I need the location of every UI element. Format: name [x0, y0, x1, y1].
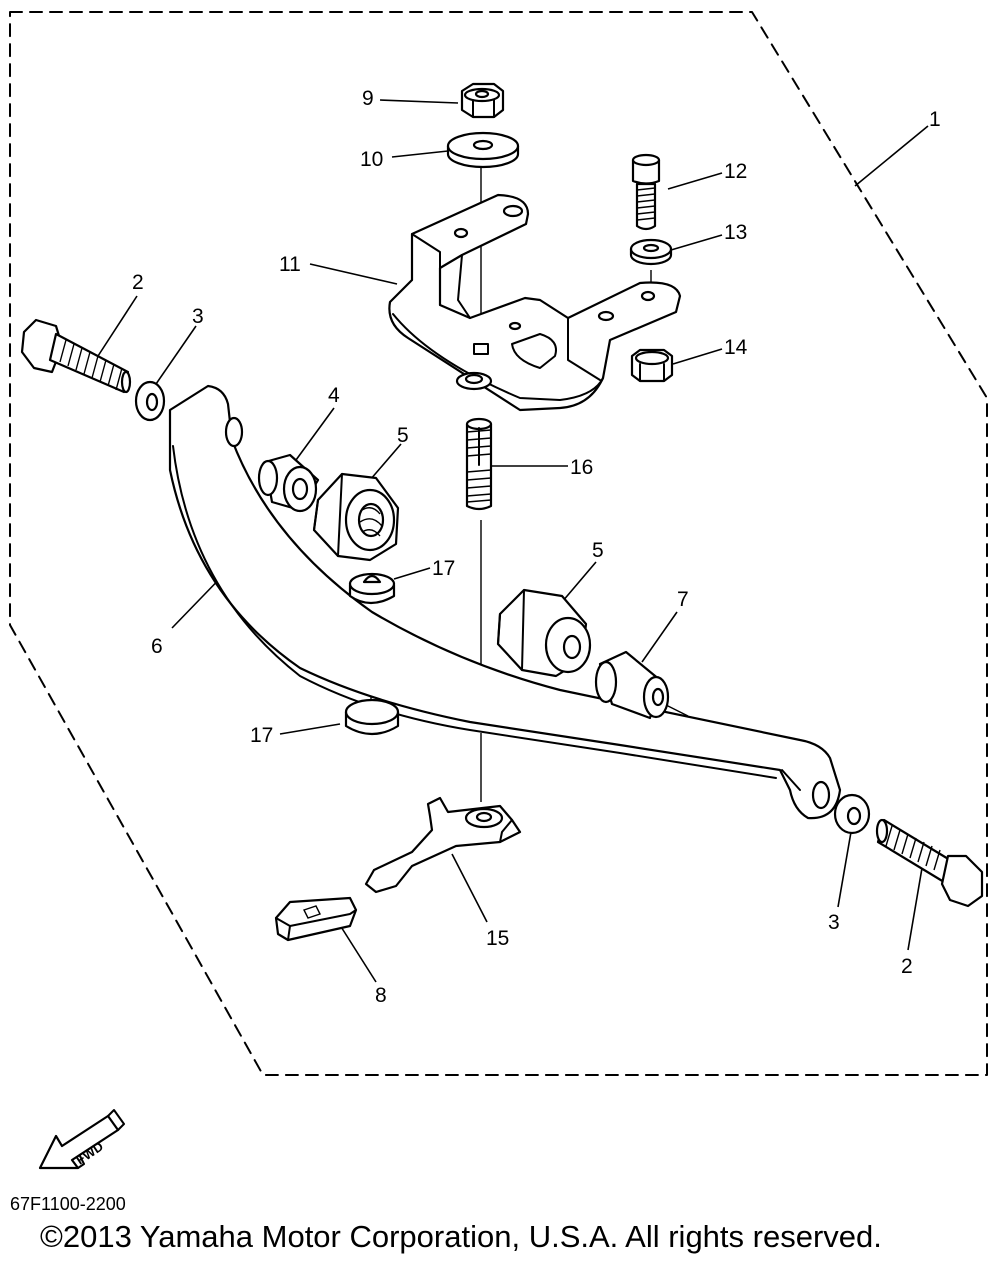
washer-part-10 — [446, 131, 520, 169]
cap-part-17-lower — [344, 698, 400, 736]
callout-11: 11 — [279, 253, 301, 276]
callout-4: 4 — [328, 384, 340, 407]
callout-labels: 1 2 3 4 5 6 5 7 8 9 10 11 12 13 14 15 16… — [132, 87, 941, 1007]
callout-3-right: 3 — [828, 911, 840, 934]
callout-10: 10 — [360, 148, 383, 171]
callout-8: 8 — [375, 984, 387, 1007]
forward-direction-arrow: FWD — [38, 1109, 125, 1170]
callout-1: 1 — [929, 108, 941, 131]
callout-9: 9 — [362, 87, 374, 110]
washer-part-3-left — [134, 380, 166, 422]
callout-3-left: 3 — [192, 305, 204, 328]
callout-14: 14 — [724, 336, 748, 359]
steering-arm-part-6 — [168, 384, 842, 820]
callout-2-left: 2 — [132, 271, 144, 294]
callout-2-right: 2 — [901, 955, 913, 978]
nut-part-14 — [630, 348, 674, 383]
nut-part-9 — [460, 82, 505, 119]
callout-17-upper: 17 — [432, 557, 455, 580]
callout-5-upper: 5 — [397, 424, 409, 447]
bushing-part-7 — [594, 650, 670, 720]
copyright-notice: ©2013 Yamaha Motor Corporation, U.S.A. A… — [40, 1219, 882, 1254]
callout-7: 7 — [677, 588, 689, 611]
callout-12: 12 — [724, 160, 747, 183]
callout-13: 13 — [724, 221, 747, 244]
washer-part-13 — [629, 238, 673, 266]
part-code: 67F1100-2200 — [10, 1194, 126, 1214]
bushing-part-4 — [257, 453, 320, 513]
cap-part-17-upper — [348, 572, 396, 605]
label-part-8 — [274, 896, 358, 942]
callout-16: 16 — [570, 456, 593, 479]
washer-part-3-right — [833, 793, 871, 835]
callout-6: 6 — [151, 635, 163, 658]
nut-part-5-upper — [312, 472, 400, 562]
bolt-part-12 — [631, 153, 661, 231]
assembly-boundary — [9, 11, 988, 1076]
nut-part-5-lower — [496, 588, 592, 678]
bracket-part-11 — [388, 193, 682, 412]
callout-15: 15 — [486, 927, 509, 950]
bolt-part-2-right — [875, 818, 984, 908]
plate-part-15 — [364, 796, 522, 894]
stud-part-16 — [465, 417, 493, 511]
callout-5-lower: 5 — [592, 539, 604, 562]
callout-17-lower: 17 — [250, 724, 273, 747]
bolt-part-2-left — [20, 318, 132, 394]
